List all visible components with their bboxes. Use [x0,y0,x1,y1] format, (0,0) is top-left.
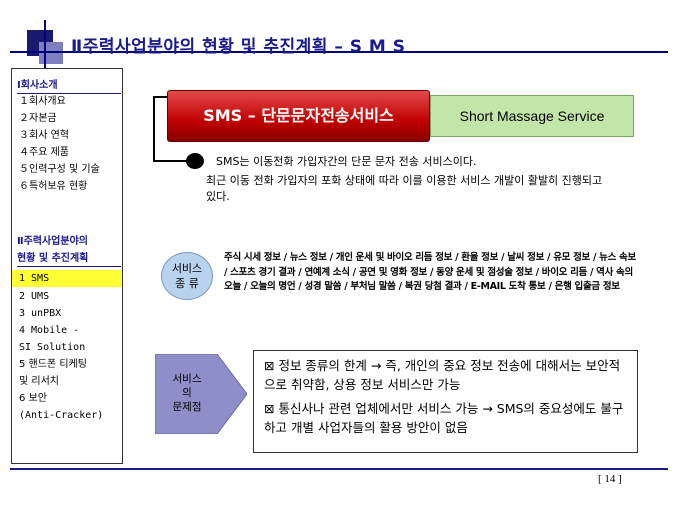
problems-label: 서비스 의 문제점 [161,372,213,414]
sidebar-section-company-label: Ⅰ회사소개 [17,79,121,94]
problems-box: ⊠ 정보 종류의 한계 → 즉, 개인의 중요 정보 전송에 대해서는 보안적으… [253,350,638,453]
sms-paragraph: 최근 이동 전화 가입자의 포화 상태에 따라 이를 이용한 서비스 개발이 활… [206,174,603,203]
bracket-line-bottom [153,160,195,162]
sidebar-item-ticketing[interactable]: 5 핸드폰 티케팅 [19,359,87,370]
sms-definition: SMS는 이동전화 가입자간의 단문 문자 전송 서비스이다. [216,155,477,168]
header-divider [10,51,668,53]
sidebar-item-unpbx[interactable]: 3 unPBX [19,308,62,319]
sms-english-label: Short Massage Service [430,95,634,137]
sidebar-nav: Ⅰ회사소개 １회사개요 ２자본금 ３회사 연혁 ４주요 제품 ５인력구성 및 기… [11,68,123,464]
sidebar-item-staff-tech[interactable]: ５인력구성 및 기술 [19,164,100,175]
sidebar-section-business[interactable]: Ⅱ주력사업분야의 현황 및 추진계획 [17,235,121,267]
bracket-line-top [153,96,173,98]
sidebar-item-patents[interactable]: ６특허보유 현황 [19,181,88,192]
sidebar-item-mobile-si[interactable]: 4 Mobile - [19,325,80,336]
footer-divider [10,468,668,470]
sidebar-item-ticketing-cont: 및 리서치 [19,376,59,387]
problem-item: ⊠ 정보 종류의 한계 → 즉, 개인의 중요 정보 전송에 대해서는 보안적으… [264,358,621,392]
sidebar-item-history[interactable]: ３회사 연혁 [19,130,69,141]
sidebar-section-business-line1: Ⅱ주력사업분야의 [17,236,88,247]
problems-label-line1: 서비스 [172,373,202,385]
sidebar-item-products[interactable]: ４주요 제품 [19,147,69,158]
sidebar-item-security[interactable]: 6 보안 [19,393,47,404]
service-types-list: 주식 시세 정보 / 뉴스 정보 / 개인 운세 및 바이오 리듬 정보 / 환… [224,252,636,292]
sidebar-item-capital[interactable]: ２자본금 [19,113,57,124]
header-decoration-light-square [39,42,63,64]
problems-label-line3: 문제점 [172,401,202,413]
bullet-dot-icon [186,153,204,169]
sms-title-banner: SMS – 단문문자전송서비스 [167,90,430,142]
bracket-line-vertical [153,96,155,162]
problems-label-line2: 의 [182,387,192,399]
sidebar-section-company[interactable]: Ⅰ회사소개 [17,79,121,94]
arrow-right-icon [155,354,247,434]
problem-item: ⊠ 통신사나 관련 업체에서만 서비스 가능 → SMS의 중요성에도 불구하고… [264,401,624,435]
page-title: Ⅱ주력사업분야의 현황 및 추진계획 – S M S [71,37,406,57]
sidebar-item-sms[interactable]: 1 SMS [12,270,122,287]
service-types-badge-line1: 서비스 [171,262,203,275]
service-types-badge-line2: 종 류 [175,277,199,290]
page-number: [ 14 ] [598,473,622,485]
sidebar-item-mobile-si-cont: SI Solution [19,342,86,353]
sidebar-item-ums[interactable]: 2 UMS [19,291,50,302]
sidebar-item-company-overview[interactable]: １회사개요 [19,96,66,107]
sidebar-item-security-cont: (Anti-Cracker) [19,410,104,421]
sidebar-section-business-line2: 현황 및 추진계획 [17,249,121,267]
header-decoration-vertical-line [44,20,46,70]
service-types-badge: 서비스 종 류 [161,252,213,300]
